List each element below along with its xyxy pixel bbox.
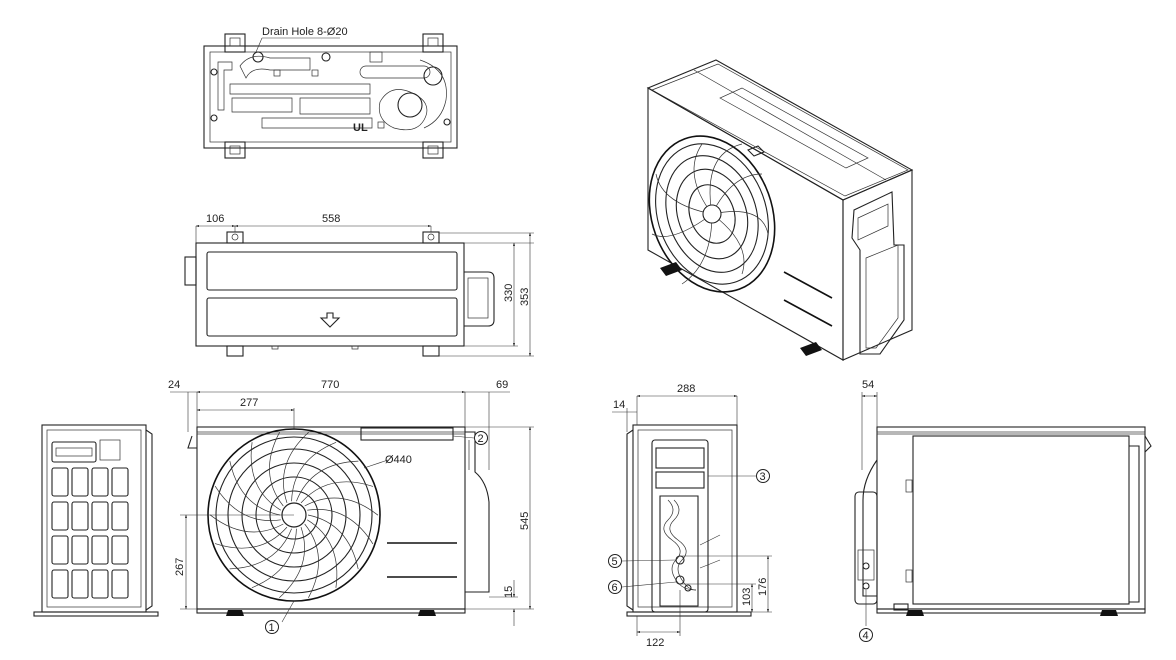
- fan-spoke: [214, 485, 281, 521]
- callout-6: 6: [612, 582, 618, 594]
- drain-hole-label: Drain Hole 8-Ø20: [262, 26, 348, 38]
- callout-2: 2: [478, 433, 484, 445]
- dim-267: 267: [174, 558, 186, 576]
- dim-103: 103: [741, 588, 753, 606]
- fan-spoke: [209, 514, 284, 533]
- fan-spoke: [283, 432, 309, 504]
- dim-24: 24: [168, 379, 180, 391]
- front-view: 24 770 69 277 545 15 267 Ø440 1 2: [168, 379, 534, 634]
- dim-15: 15: [503, 586, 515, 598]
- fan-spoke: [307, 519, 338, 588]
- dim-106: 106: [206, 213, 224, 225]
- fan-spoke: [269, 432, 284, 507]
- fan-spoke: [214, 526, 288, 549]
- fan-spoke: [296, 460, 359, 502]
- fan-spoke: [291, 441, 337, 502]
- fan-spoke: [229, 460, 281, 516]
- dim-277: 277: [240, 397, 258, 409]
- dim-69: 69: [496, 379, 508, 391]
- dim-558: 558: [322, 213, 340, 225]
- callout-3: 3: [760, 471, 766, 483]
- dim-122: 122: [646, 637, 664, 649]
- fan-spoke: [300, 481, 374, 504]
- fan-spoke: [229, 528, 292, 570]
- back-view: 54 4: [854, 379, 1152, 642]
- callout-5: 5: [612, 556, 618, 568]
- dim-14: 14: [613, 399, 625, 411]
- stamp-label: UL: [353, 122, 368, 134]
- dim-176: 176: [757, 578, 769, 596]
- fan-spoke: [304, 497, 379, 516]
- callout-4: 4: [863, 630, 869, 642]
- fan-spoke: [307, 509, 374, 545]
- isometric-view: [646, 59, 914, 361]
- dim-330: 330: [503, 284, 515, 302]
- fan-diameter-label: Ø440: [385, 454, 412, 466]
- fan-spoke: [307, 514, 359, 570]
- top-view: 106 558 330 353: [184, 213, 534, 357]
- fan-spoke: [279, 526, 305, 598]
- fan-spoke: [304, 523, 319, 598]
- left-side-view: [33, 424, 159, 617]
- dim-288: 288: [677, 383, 695, 395]
- callout-1: 1: [269, 622, 275, 634]
- right-side-view: 14 288 103 176 122 3 5 6: [608, 383, 772, 649]
- dim-353: 353: [519, 288, 531, 306]
- fan-spoke: [251, 528, 297, 589]
- dim-770: 770: [321, 379, 339, 391]
- bottom-view: UL Drain Hole 8-Ø20: [203, 26, 458, 159]
- fan-spoke: [250, 442, 281, 511]
- dim-54: 54: [862, 379, 874, 391]
- iso-fan-guard: [648, 135, 776, 293]
- dim-545: 545: [519, 512, 531, 530]
